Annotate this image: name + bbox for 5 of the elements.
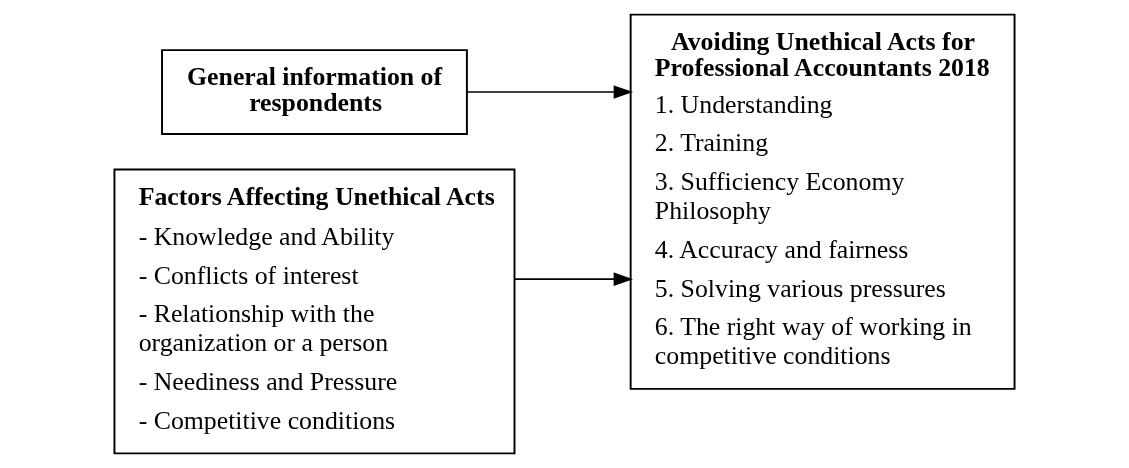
arrow (466, 85, 634, 99)
node-box: General information of respondents (161, 49, 468, 135)
node-box: Avoiding Unethical Acts for Professional Accountants 2018 1. Understanding 2. Training 3. Sufficiency Economy Philosophy 4. Accuracy and fairness 5. Solving various pressures 6. The right way of working in competitive conditions (629, 13, 1016, 390)
node-box: Factors Affecting Unethical Acts - Knowledge and Ability - Conflicts of interest - Relationship with the organization or a person - Neediness and Pressure - Competitive conditions (113, 168, 516, 455)
arrow (513, 272, 633, 286)
